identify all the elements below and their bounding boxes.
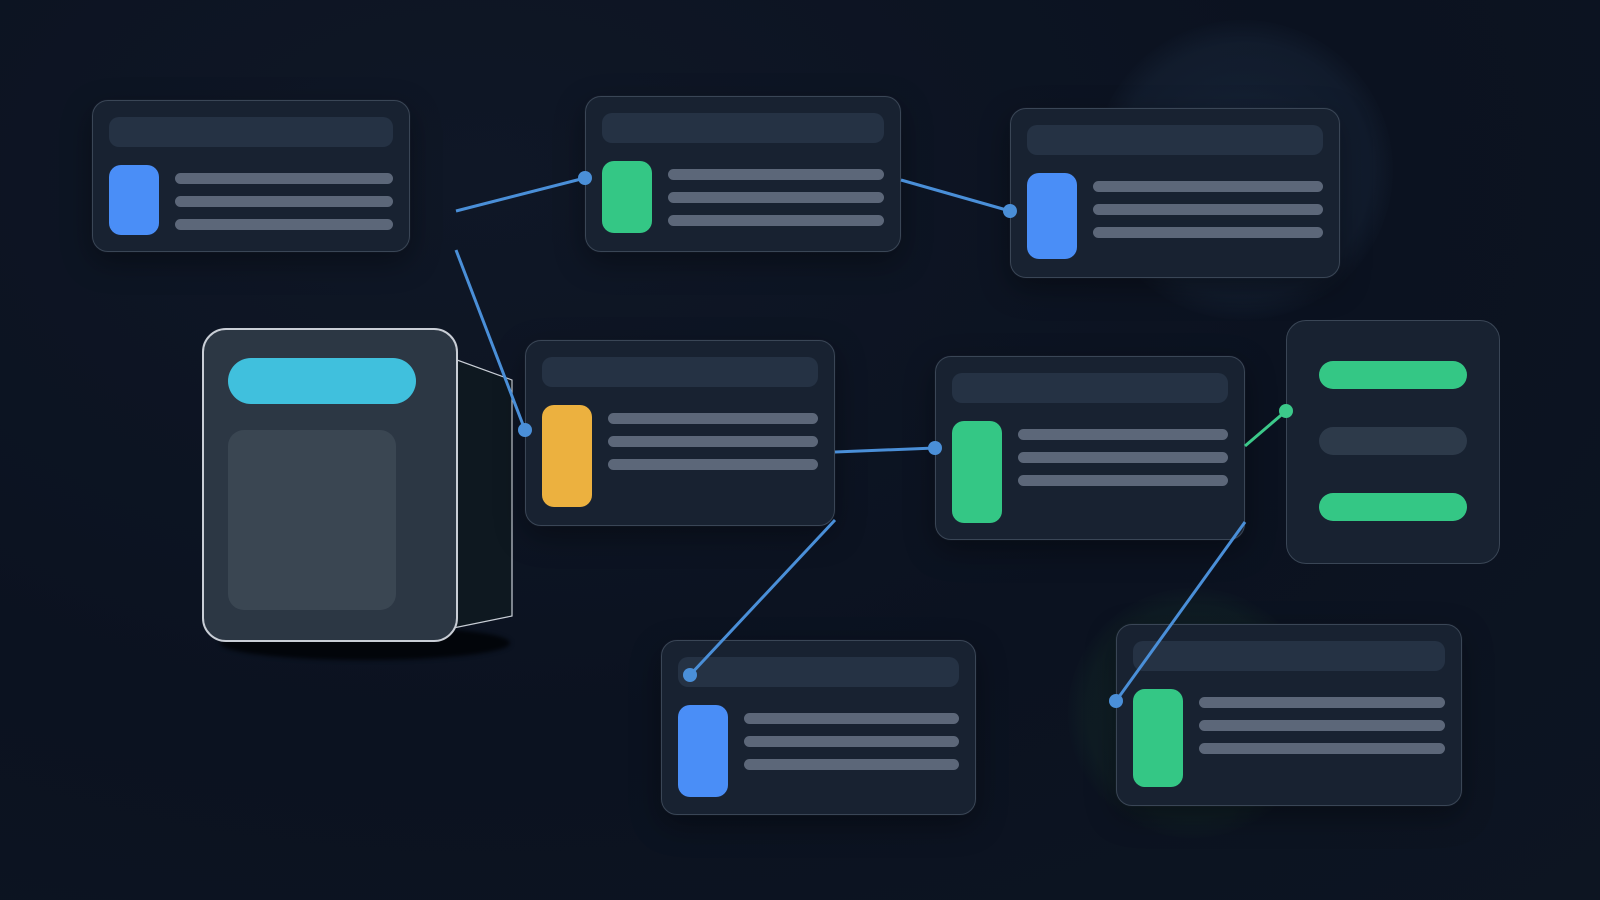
connector-node4-node5 — [834, 446, 936, 454]
node-card-5[interactable] — [935, 356, 1245, 540]
node-status-chip — [952, 421, 1002, 523]
node-text-line — [1199, 743, 1445, 754]
connector-node5-menu — [1244, 409, 1287, 448]
node-status-chip — [602, 161, 652, 233]
node-card-6[interactable] — [661, 640, 976, 815]
connector-node1-node2 — [455, 176, 586, 213]
node-header-bar — [109, 117, 393, 147]
node-text-line — [608, 459, 818, 470]
connector-port-dot — [518, 423, 532, 437]
node-text-line — [175, 173, 393, 184]
node-text-line — [1093, 204, 1323, 215]
node-header-bar — [678, 657, 959, 687]
node-text-line — [608, 436, 818, 447]
connector-node4-node6 — [688, 518, 837, 677]
node-status-chip — [1133, 689, 1183, 787]
options-panel[interactable] — [1286, 320, 1500, 564]
node-text-line — [1093, 227, 1323, 238]
node-text-line — [1093, 181, 1323, 192]
node-header-bar — [952, 373, 1228, 403]
option-toggle-3[interactable] — [1319, 493, 1467, 521]
option-toggle-1[interactable] — [1319, 361, 1467, 389]
device-header-pill — [228, 358, 416, 404]
node-text-line — [668, 169, 884, 180]
node-card-1[interactable] — [92, 100, 410, 252]
node-text-line — [175, 196, 393, 207]
node-text-line — [1018, 475, 1228, 486]
node-text-line — [608, 413, 818, 424]
node-card-3[interactable] — [1010, 108, 1340, 278]
connector-port-dot — [928, 441, 942, 455]
connector-node2-node3 — [900, 178, 1011, 213]
node-status-chip — [542, 405, 592, 507]
connector-port-dot — [1109, 694, 1123, 708]
node-header-bar — [1133, 641, 1445, 671]
connector-port-dot — [1279, 404, 1293, 418]
connector-port-dot — [683, 668, 697, 682]
connector-port-dot — [578, 171, 592, 185]
node-text-line — [1018, 452, 1228, 463]
node-text-line — [1199, 720, 1445, 731]
connector-node5-node7 — [1114, 521, 1247, 702]
node-header-bar — [542, 357, 818, 387]
node-text-line — [744, 759, 959, 770]
node-text-line — [1199, 697, 1445, 708]
node-text-line — [744, 736, 959, 747]
device-front — [202, 328, 458, 642]
app-device — [202, 328, 513, 660]
node-status-chip — [109, 165, 159, 235]
node-text-line — [744, 713, 959, 724]
device-screen — [228, 430, 396, 610]
node-status-chip — [1027, 173, 1077, 259]
node-text-line — [668, 192, 884, 203]
node-header-bar — [602, 113, 884, 143]
node-card-2[interactable] — [585, 96, 901, 252]
node-status-chip — [678, 705, 728, 797]
connector-port-dot — [1003, 204, 1017, 218]
option-toggle-2[interactable] — [1319, 427, 1467, 455]
node-card-7[interactable] — [1116, 624, 1462, 806]
node-header-bar — [1027, 125, 1323, 155]
node-text-line — [175, 219, 393, 230]
connector-node1-node4 — [454, 249, 527, 431]
node-text-line — [1018, 429, 1228, 440]
node-text-line — [668, 215, 884, 226]
